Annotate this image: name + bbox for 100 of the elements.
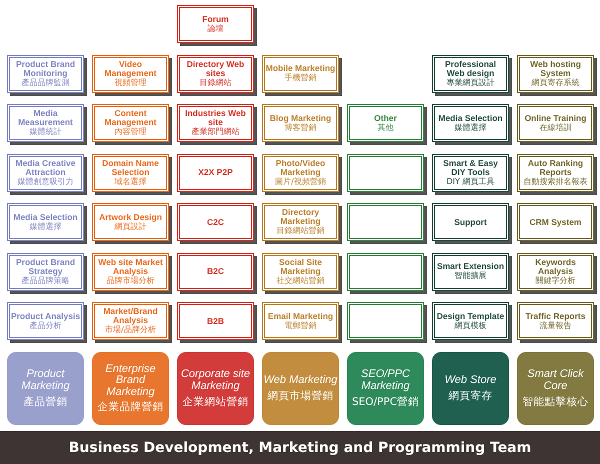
box-subtitle: 企業品牌營銷	[98, 402, 164, 414]
box-subtitle: 產品品牌策略	[22, 276, 70, 286]
box-title: Product Brand Monitoring	[14, 60, 76, 78]
caption-banner: Business Development, Marketing and Programming Team	[0, 431, 600, 464]
box-title: Domain Name Selection	[101, 158, 160, 177]
box-title: Enterprise Brand Marketing	[104, 364, 157, 398]
box-title: CRM System	[530, 218, 582, 226]
box-title: Artwork Design	[99, 212, 162, 222]
box-title: Corporate site Marketing	[180, 369, 252, 393]
box-title: Media Selection	[438, 114, 503, 123]
box-subtitle: 產品品牌監測	[22, 78, 70, 88]
service-box	[347, 104, 424, 142]
box-subtitle: 專業網頁設計	[446, 78, 494, 88]
box-title: Smart Extension	[436, 262, 504, 272]
box-subtitle: 手機營銷	[284, 74, 316, 83]
box-title: Other	[374, 114, 397, 123]
box-title: Video Management	[104, 60, 158, 78]
category-tile	[517, 352, 594, 425]
service-box	[432, 203, 509, 241]
box-title: Product Marketing	[20, 369, 71, 393]
service-box	[7, 302, 84, 340]
box-subtitle: 流量報告	[540, 322, 572, 330]
service-box	[517, 104, 594, 142]
service-box	[177, 104, 254, 142]
box-subtitle: 媒體統計	[30, 128, 62, 137]
box-title: Web hosting System	[529, 60, 582, 78]
box-title: Photo/Video Marketing	[274, 158, 326, 177]
category-tile	[432, 352, 509, 425]
box-subtitle: 博客營銷	[284, 124, 316, 132]
category-tile	[262, 352, 339, 425]
box-title: Professional Web design	[444, 60, 498, 78]
service-box	[92, 203, 169, 241]
box-subtitle: 在線培訓	[540, 124, 572, 132]
box-subtitle: 目錄網站	[200, 78, 232, 88]
box-subtitle: 目錄網站營銷	[276, 227, 324, 236]
box-title: Content Management	[104, 109, 158, 128]
empty-box	[347, 302, 424, 340]
box-title: Smart & Easy DIY Tools	[442, 158, 499, 177]
box-subtitle: 關鍵字分析	[536, 276, 576, 286]
box-title: Industries Web site	[184, 109, 247, 128]
service-box	[177, 302, 254, 340]
service-box	[177, 5, 254, 43]
category-tile	[7, 352, 84, 425]
box-subtitle: DIY 網頁工具	[446, 178, 494, 186]
box-title: X2X P2P	[198, 168, 233, 177]
box-title: Mobile Marketing	[266, 64, 336, 74]
service-box	[432, 104, 509, 142]
box-subtitle: 社交網站營銷	[276, 276, 324, 286]
empty-box	[347, 203, 424, 241]
box-title: SEO/PPC Marketing	[360, 369, 411, 393]
box-title: Smart Click Core	[526, 369, 585, 393]
box-subtitle: 媒體選擇	[454, 124, 486, 132]
box-title: Online Training	[524, 114, 586, 123]
box-subtitle: 網頁市場營銷	[268, 390, 334, 402]
box-subtitle: 內容管理	[114, 128, 146, 137]
box-title: Support	[454, 218, 487, 226]
box-title: Web Marketing	[264, 375, 338, 387]
box-subtitle: 媒體選擇	[30, 222, 62, 232]
service-box	[92, 104, 169, 142]
box-title: Product Brand Strategy	[14, 258, 76, 276]
box-subtitle: 視頻管理	[114, 78, 146, 88]
box-title: Social Site Marketing	[278, 258, 323, 276]
box-title: Auto Ranking Reports	[526, 158, 584, 177]
service-box	[517, 302, 594, 340]
service-box	[92, 302, 169, 340]
box-title: Forum	[202, 14, 229, 24]
box-subtitle: 電郵營銷	[284, 322, 316, 330]
box-title: Keywords Analysis	[534, 258, 577, 276]
box-title: B2B	[206, 316, 224, 326]
box-title: B2C	[206, 267, 224, 276]
box-title: C2C	[206, 218, 224, 226]
box-title: Blog Marketing	[270, 114, 332, 123]
box-subtitle: 智能擴展	[454, 272, 486, 281]
box-subtitle: 市場/品牌分析	[105, 326, 156, 335]
box-subtitle: 域名選擇	[114, 178, 146, 186]
box-subtitle: 產業部門網站	[192, 128, 240, 137]
service-box	[517, 203, 594, 241]
box-title: Media Measurement	[17, 109, 74, 128]
box-subtitle: 產品營銷	[24, 396, 68, 408]
service-box	[7, 104, 84, 142]
box-subtitle: 產品分析	[30, 322, 62, 330]
box-title: Product Analysis	[10, 312, 80, 321]
box-title: Directory Web sites	[186, 60, 246, 78]
box-title: Media Creative Attraction	[14, 158, 76, 177]
box-subtitle: 網頁設計	[114, 222, 146, 232]
category-tile	[92, 352, 169, 425]
category-tile	[347, 352, 424, 425]
service-box	[432, 302, 509, 340]
box-title: Media Selection	[13, 212, 78, 222]
box-title: Directory Marketing	[279, 208, 322, 226]
box-subtitle: 品牌市場分析	[106, 276, 154, 286]
box-subtitle: 網頁寄存系統	[532, 78, 580, 88]
box-subtitle: SEO/PPC營銷	[352, 396, 420, 408]
box-title: Market/Brand Analysis	[102, 307, 159, 326]
service-box	[7, 203, 84, 241]
box-subtitle: 論壇	[208, 24, 224, 34]
box-subtitle: 企業網站營銷	[182, 396, 248, 408]
service-box	[262, 302, 339, 340]
box-subtitle: 圖片/視頻營銷	[275, 178, 326, 186]
service-box	[262, 104, 339, 142]
